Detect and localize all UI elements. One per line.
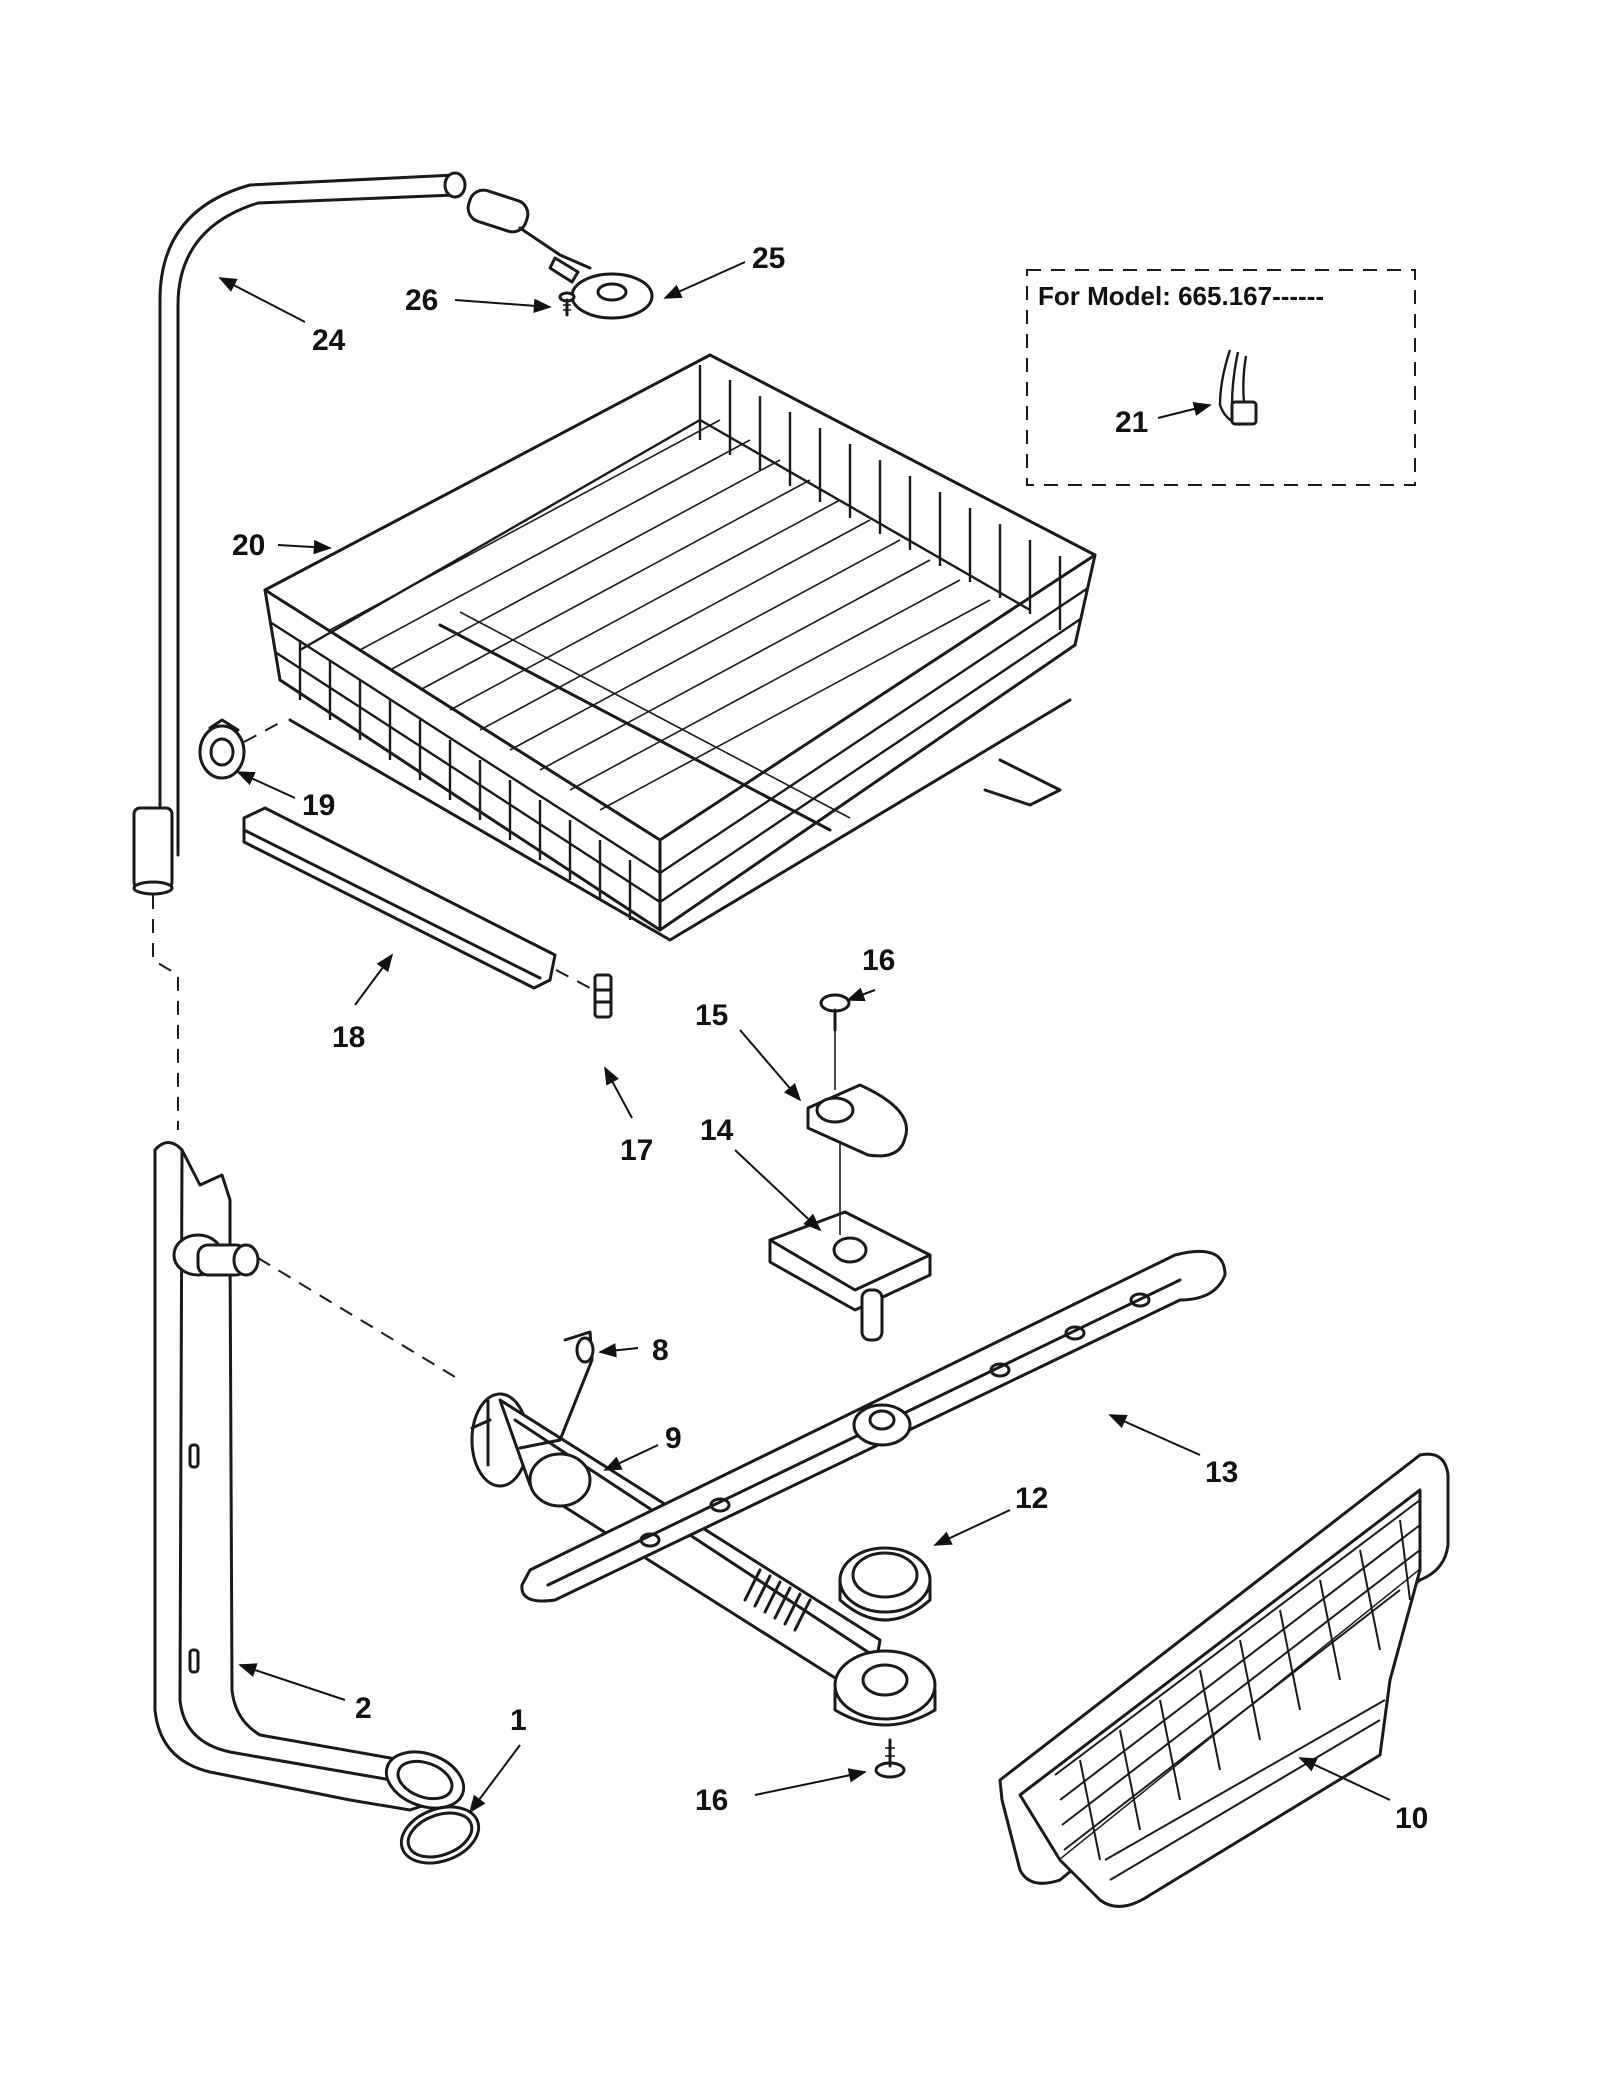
rack-rail-part-18: [242, 806, 591, 990]
callout-13: 13: [1108, 1414, 1238, 1489]
spray-arm-part-13: [520, 1249, 1227, 1603]
inset-title: For Model: 665.167------: [1038, 281, 1324, 311]
supply-bracket-part-9: [470, 1392, 882, 1702]
callout-20: 20: [232, 529, 332, 562]
callout-16-bottom: 16: [695, 1768, 867, 1817]
seal-ring-part-12: [838, 1546, 932, 1622]
screw-part-16-bottom: [874, 1738, 906, 1779]
svg-text:15: 15: [695, 999, 728, 1032]
upper-rack-part-20: [263, 353, 1097, 942]
callout-9: 9: [603, 1422, 682, 1471]
model-inset-box: For Model: 665.167------: [1026, 269, 1416, 486]
callout-17: 17: [604, 1066, 653, 1167]
callout-15: 15: [695, 999, 802, 1102]
svg-text:9: 9: [665, 1422, 682, 1455]
svg-text:10: 10: [1395, 1802, 1428, 1835]
svg-text:21: 21: [1115, 406, 1148, 439]
callout-24: 24: [218, 277, 346, 357]
rail-clip-part-17: [593, 973, 613, 1019]
callout-14: 14: [700, 1114, 822, 1232]
callout-26: 26: [405, 284, 552, 317]
callout-25: 25: [663, 242, 785, 299]
upper-spray-part-25: [466, 188, 654, 320]
svg-text:14: 14: [700, 1114, 734, 1147]
svg-text:2: 2: [355, 1692, 372, 1725]
svg-text:16: 16: [695, 1784, 728, 1817]
basket-grid: [1054, 1499, 1421, 1881]
svg-text:20: 20: [232, 529, 265, 562]
callout-12: 12: [933, 1482, 1048, 1546]
callout-10: 10: [1298, 1757, 1428, 1835]
wire-harness-part-21: [1218, 349, 1258, 427]
callout-21: 21: [1115, 401, 1212, 439]
lower-hub: [833, 1649, 937, 1727]
callout-19: 19: [236, 771, 335, 822]
wash-manifold-part-2: [153, 1141, 466, 1812]
hub-bracket-part-14: [768, 1120, 932, 1342]
callout-16-top: 16: [846, 944, 895, 1002]
callouts: 24 25 26 21 20 19 18 17: [218, 242, 1428, 1835]
svg-text:18: 18: [332, 1021, 365, 1054]
screw-part-16-top: [819, 993, 851, 1032]
screw-part-26: [558, 291, 576, 317]
svg-text:8: 8: [652, 1334, 669, 1367]
arm-cap-part-15: [806, 1010, 908, 1158]
svg-text:25: 25: [752, 242, 785, 275]
callout-1: 1: [468, 1704, 527, 1814]
svg-text:26: 26: [405, 284, 438, 317]
svg-text:17: 17: [620, 1134, 653, 1167]
rack-wheel-part-19: [198, 718, 286, 780]
supply-tube-part-24: [132, 171, 467, 896]
svg-text:1: 1: [510, 1704, 527, 1737]
svg-text:19: 19: [302, 789, 335, 822]
tube-connection-line: [152, 895, 179, 1130]
callout-2: 2: [238, 1663, 372, 1725]
retainer-clip-part-8: [518, 1330, 595, 1450]
silverware-basket-part-10: [998, 1452, 1450, 1908]
callout-18: 18: [332, 953, 394, 1054]
callout-8: 8: [598, 1334, 669, 1367]
svg-text:16: 16: [862, 944, 895, 977]
svg-text:24: 24: [312, 324, 346, 357]
o-ring-part-1: [399, 1805, 481, 1865]
svg-text:13: 13: [1205, 1456, 1238, 1489]
svg-text:12: 12: [1015, 1482, 1048, 1515]
